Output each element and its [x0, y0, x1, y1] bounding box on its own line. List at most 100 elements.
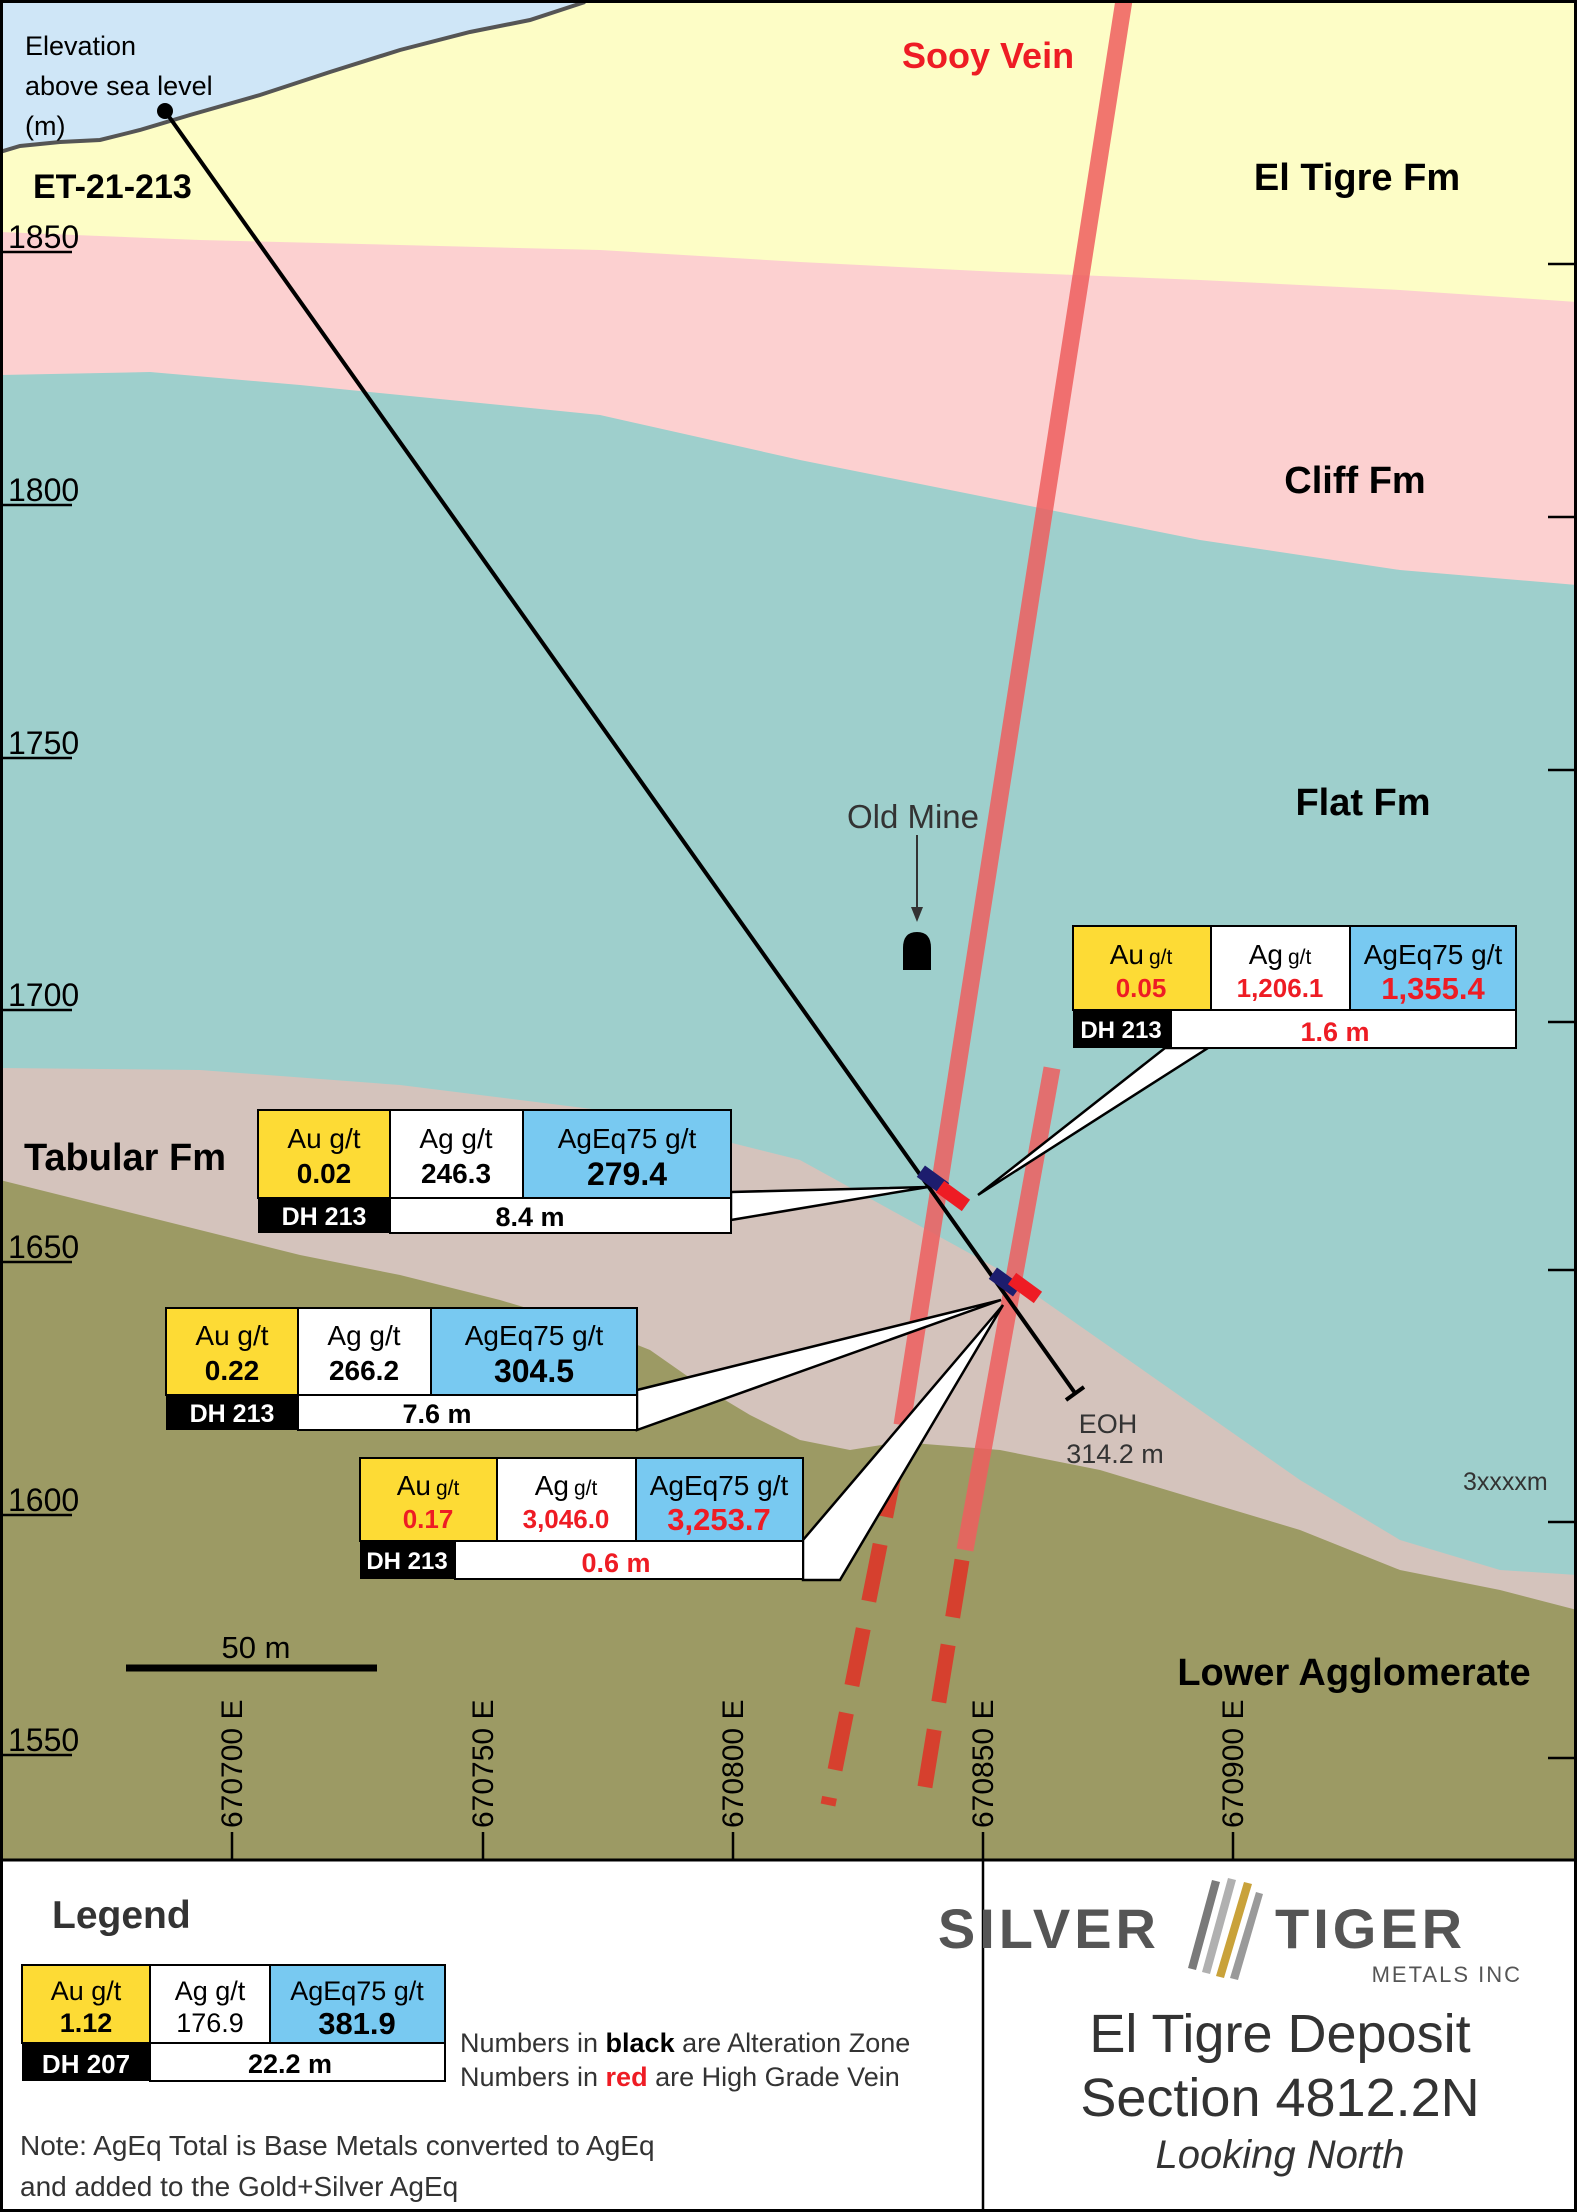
old-mine-label: Old Mine: [847, 798, 979, 835]
elevation-caption-2: above sea level: [25, 71, 213, 101]
old-mine-adit-icon: [903, 932, 931, 970]
legend-ageq-value: 381.9: [318, 2006, 396, 2041]
ageq-value: 304.5: [494, 1353, 574, 1389]
elevation-tick-label-1850: 1850: [8, 219, 79, 255]
legend-note-line-1: Note: AgEq Total is Base Metals converte…: [20, 2130, 655, 2161]
cliff-label: Cliff Fm: [1284, 460, 1425, 502]
view-direction: Looking North: [1155, 2133, 1404, 2177]
flat-label: Flat Fm: [1295, 782, 1430, 824]
sooy-vein-label: Sooy Vein: [902, 35, 1074, 76]
drillhole-label: ET-21-213: [33, 168, 192, 206]
ag-label: Ag: [535, 1470, 569, 1501]
hole-id: DH 213: [282, 1203, 367, 1231]
length-cell: [297, 1394, 638, 1431]
intercept-callout-2: Au g/t 0.22 Ag g/t 266.2 AgEq75 g/t 304.…: [165, 1307, 638, 1431]
vein-mark-1: [935, 1180, 971, 1212]
legend-key-black: Numbers in black are Alteration Zone: [460, 2028, 910, 2058]
ageq-value: 3,253.7: [667, 1502, 770, 1537]
drill-hole-end-tick: [1064, 1385, 1086, 1402]
key-red-post: are High Grade Vein: [648, 2062, 900, 2092]
ag-value: 266.2: [329, 1355, 399, 1386]
section-title: Section 4812.2N: [1080, 2068, 1479, 2128]
easting-tick-label-1: 670750 E: [467, 1700, 500, 1828]
au-cell: [257, 1109, 391, 1199]
hole-cell: [166, 1395, 298, 1430]
elevation-caption-3: (m): [25, 111, 65, 141]
ag-value: 246.3: [421, 1158, 491, 1189]
ageq-label: AgEq75 g/t: [465, 1320, 604, 1351]
ag-cell: [297, 1307, 432, 1396]
logo-word-right: TIGER: [1275, 1897, 1466, 1960]
ageq-label: AgEq75 g/t: [1364, 939, 1503, 970]
callout-leaders: [635, 1046, 1213, 1582]
length-cell: [389, 1197, 732, 1234]
au-unit: g/t: [436, 1477, 460, 1500]
logo-word-left: SILVER: [938, 1897, 1160, 1960]
ag-cell: [1210, 925, 1351, 1011]
drill-hole: [157, 103, 1086, 1402]
legend-hole-cell: [22, 2043, 150, 2081]
length-cell: [454, 1540, 804, 1580]
scale-bar: 50 m: [126, 1630, 377, 1672]
ag-label: Ag: [1249, 939, 1283, 970]
interval-length: 1.6 m: [1300, 1017, 1369, 1047]
ageq-cell: [635, 1457, 804, 1542]
interval-length: 0.6 m: [581, 1548, 650, 1578]
legend-key-red: Numbers in red are High Grade Vein: [460, 2062, 900, 2092]
elevation-tick-label-1650: 1650: [8, 1229, 79, 1265]
au-value: 0.02: [297, 1158, 352, 1189]
svg-text:Aug/t: Aug/t: [397, 1470, 460, 1501]
ageq-cell: [522, 1109, 732, 1199]
interval-length: 8.4 m: [495, 1202, 564, 1232]
ag-value: 1,206.1: [1237, 973, 1324, 1003]
eoh-label: EOH: [1079, 1409, 1138, 1439]
au-value: 0.17: [403, 1504, 454, 1534]
vein-mark-2: [1007, 1272, 1043, 1304]
ag-unit: g/t: [1288, 946, 1312, 969]
ageq-label: AgEq75 g/t: [558, 1123, 697, 1154]
ag-unit: g/t: [574, 1477, 598, 1500]
lower-agglomerate-label: Lower Agglomerate: [1177, 1652, 1530, 1694]
legend-title: Legend: [52, 1894, 191, 1937]
eoh-depth-label: 314.2 m: [1066, 1439, 1164, 1469]
hole-cell: [360, 1541, 455, 1579]
legend-au-cell: [21, 1964, 151, 2044]
au-label: Au: [1110, 939, 1144, 970]
legend-length-cell: [149, 2042, 446, 2082]
svg-text:Agg/t: Agg/t: [1249, 939, 1312, 970]
legend-au-value: 1.12: [60, 2008, 113, 2038]
sooy-vein-projected-1: [820, 1458, 905, 1807]
legend-ageq-label: AgEq75 g/t: [290, 1976, 424, 2006]
stray-label: 3xxxxm: [1463, 1468, 1548, 1496]
old-mine-arrowhead: [911, 907, 923, 922]
alteration-mark-2: [988, 1267, 1022, 1297]
key-black-post: are Alteration Zone: [675, 2028, 911, 2058]
svg-text:Agg/t: Agg/t: [535, 1470, 598, 1501]
ag-label: Ag g/t: [419, 1123, 492, 1154]
hole-id: DH 213: [1080, 1017, 1161, 1044]
easting-tick-label-0: 670700 E: [216, 1700, 249, 1828]
scale-bar-label: 50 m: [222, 1630, 291, 1665]
sooy-vein-projected-2: [914, 1558, 970, 1807]
elevation-axis: Elevation above sea level (m) 1850180017…: [0, 31, 1577, 1760]
el-tigre-formation: [0, 2, 1577, 305]
ag-cell: [389, 1109, 524, 1199]
el-tigre-label: El Tigre Fm: [1254, 157, 1460, 199]
legend-ageq-cell: [269, 1964, 446, 2044]
hole-cell: [258, 1198, 390, 1233]
old-mine: Old Mine: [847, 798, 979, 970]
key-red-pre: Numbers in: [460, 2062, 606, 2092]
tabular-label: Tabular Fm: [24, 1137, 226, 1179]
legend-ag-label: Ag g/t: [175, 1976, 246, 2006]
ageq-label: AgEq75 g/t: [650, 1470, 789, 1501]
length-cell: [1170, 1009, 1517, 1049]
au-label: Au: [397, 1470, 431, 1501]
interval-length: 7.6 m: [402, 1399, 471, 1429]
map-labels: ET-21-213 Sooy Vein El Tigre Fm Cliff Fm…: [24, 35, 1548, 1694]
branding: SILVER TIGER METALS INC El Tigre Deposit…: [938, 1878, 1520, 2177]
legend: Legend Au g/t 1.12 Ag g/t 176.9 AgEq75 g…: [20, 1894, 910, 2202]
elevation-tick-label-1700: 1700: [8, 977, 79, 1013]
